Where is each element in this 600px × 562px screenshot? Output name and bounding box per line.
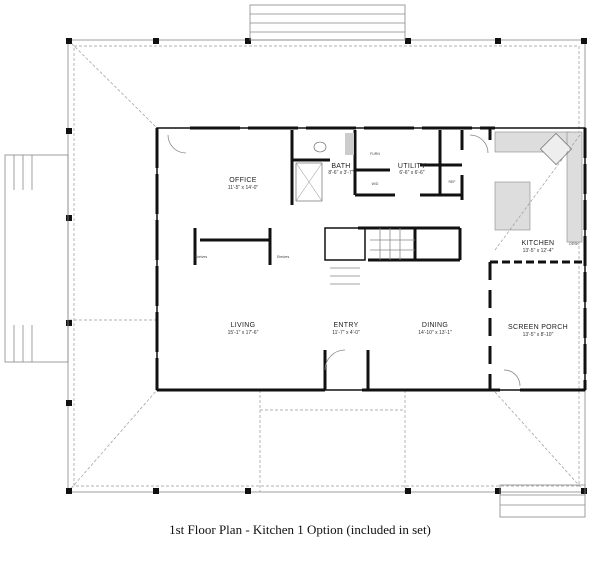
furnace-label: FURN [370,152,380,156]
bottom-right-steps [499,484,586,518]
room-label-bath: BATH [331,163,350,170]
room-dim-living: 15'-1" x 17'-6" [228,330,259,336]
doors [167,134,521,387]
sink-icon [345,133,354,155]
washer-dryer-label: W/D [372,182,379,186]
stairs [330,228,415,285]
room-dim-entry: 11'-7" x 4'-0" [332,330,360,336]
room-label-kitchen: KITCHEN [522,240,555,247]
room-dim-dining: 14'-10" x 13'-1" [418,330,452,336]
bath-fixtures [295,133,354,202]
top-steps [249,4,406,41]
shower-icon [295,162,323,202]
exterior-walls [155,126,587,392]
floor-plan: OFFICE 11'-5" x 14'-0" BATH 8'-6" x 3'-7… [4,4,587,518]
refrigerator-label: REF [449,180,456,184]
room-label-living: LIVING [231,322,256,329]
room-label-office: OFFICE [229,177,256,184]
kitchen-cabinets [494,131,583,251]
toilet-icon [313,141,327,153]
shelves-label: Shelves [195,255,208,259]
room-label-dining: DINING [422,322,448,329]
shelves-label: Shelves [277,255,290,259]
desk-label: DESK [569,242,579,246]
room-dim-screen-porch: 13'-5" x 8'-10" [523,332,554,338]
room-label-utility: UTILITY [398,163,426,170]
interior-walls [193,128,585,390]
left-steps [4,154,69,363]
room-label-screen-porch: SCREEN PORCH [508,324,568,331]
room-dim-kitchen: 13'-5" x 12'-4" [523,248,554,254]
porch-posts [66,38,587,494]
room-label-entry: ENTRY [333,322,358,329]
plan-caption: 1st Floor Plan - Kitchen 1 Option (inclu… [169,522,431,537]
kitchen-island [494,181,531,231]
room-dim-office: 11'-5" x 14'-0" [228,185,259,191]
wraparound-porch [67,39,586,493]
room-dim-bath: 8'-6" x 3'-7" [328,170,353,176]
room-dim-utility: 6'-6" x 6'-6" [399,170,424,176]
